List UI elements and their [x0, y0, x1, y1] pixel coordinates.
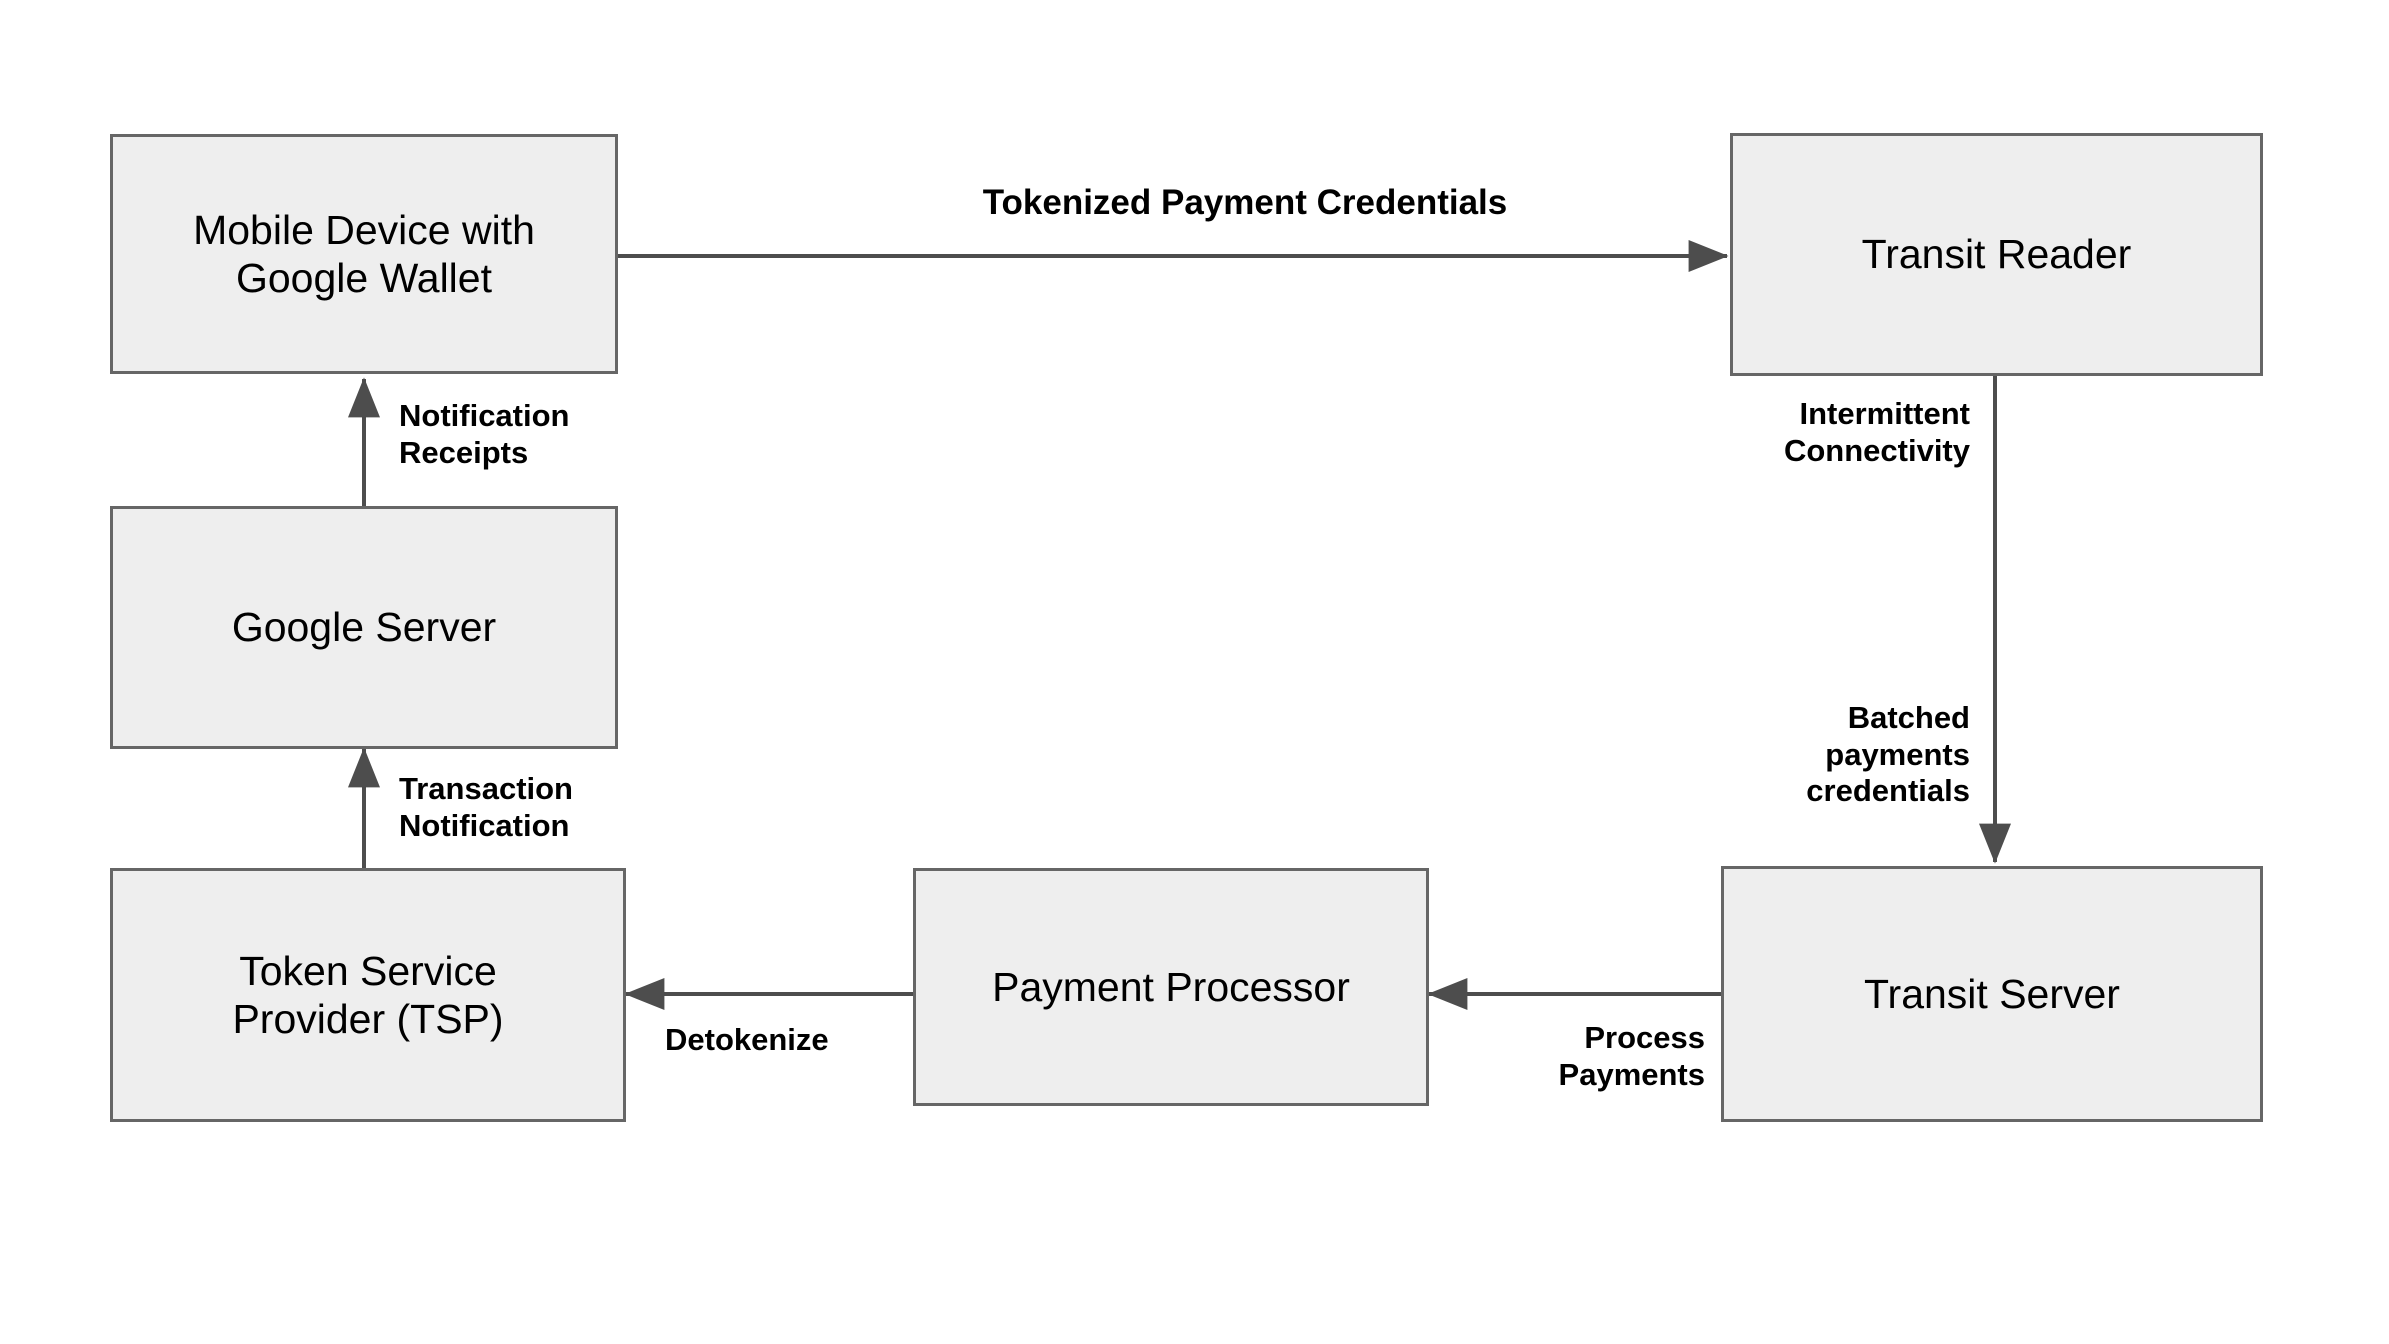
edge-label-tokenized-payment-credentials: Tokenized Payment Credentials	[982, 183, 1508, 222]
edge-label-transaction-notification: Transaction Notification	[399, 771, 573, 843]
edge-label-notification-receipts: Notification Receipts	[399, 398, 570, 470]
node-token-service-provider[interactable]: Token Service Provider (TSP)	[110, 868, 626, 1122]
node-transit-server[interactable]: Transit Server	[1721, 866, 2263, 1122]
node-mobile-device-label: Mobile Device with Google Wallet	[193, 206, 535, 301]
node-payment-processor[interactable]: Payment Processor	[913, 868, 1429, 1106]
node-token-service-provider-label: Token Service Provider (TSP)	[232, 947, 504, 1042]
node-google-server-label: Google Server	[231, 604, 497, 651]
edge-label-intermittent-connectivity: Intermittent Connectivity	[1783, 396, 1970, 468]
node-payment-processor-label: Payment Processor	[992, 963, 1350, 1010]
edge-label-process-payments: Process Payments	[1558, 1020, 1705, 1092]
node-transit-reader-label: Transit Reader	[1861, 231, 2132, 278]
node-transit-server-label: Transit Server	[1864, 970, 2120, 1017]
node-mobile-device[interactable]: Mobile Device with Google Wallet	[110, 134, 618, 374]
edge-label-detokenize: Detokenize	[665, 1022, 829, 1057]
edge-label-batched-payments-credentials: Batched payments credentials	[1806, 700, 1970, 809]
node-google-server[interactable]: Google Server	[110, 506, 618, 749]
node-transit-reader[interactable]: Transit Reader	[1730, 133, 2263, 376]
